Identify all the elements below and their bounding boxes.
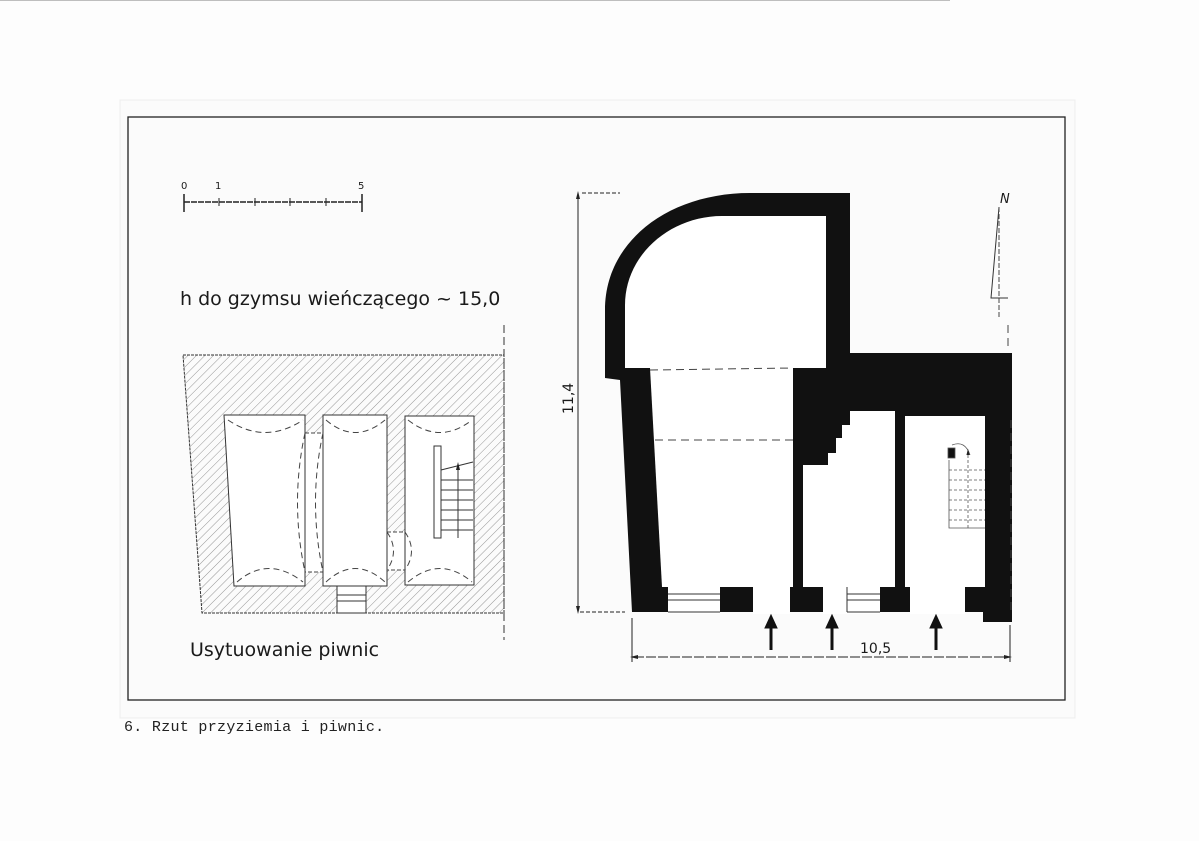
scale-bar: 0 1 5	[181, 181, 364, 212]
room	[625, 216, 826, 368]
figure-caption: 6. Rzut przyziemia i piwnic.	[124, 719, 385, 736]
basement-title: Usytuowanie piwnic	[190, 639, 379, 661]
dimension-horizontal: 10,5	[860, 641, 891, 657]
basement-room	[322, 414, 388, 587]
room	[905, 416, 985, 587]
north-arrow-icon: N	[990, 192, 1010, 318]
north-label: N	[1000, 192, 1010, 207]
basement-plan: Usytuowanie piwnic	[182, 325, 505, 661]
ground-floor-plan: 11,4 10,5	[0, 0, 1012, 662]
room	[803, 411, 895, 587]
room	[650, 368, 793, 587]
scale-label-1: 1	[215, 181, 221, 192]
drawing-frame	[127, 116, 1066, 701]
basement-room	[223, 414, 306, 587]
height-note: h do gzymsu wieńczącego ~ 15,0	[180, 288, 500, 310]
scale-label-5: 5	[358, 181, 364, 192]
scale-label-0: 0	[181, 181, 187, 192]
dimension-vertical: 11,4	[561, 383, 577, 414]
